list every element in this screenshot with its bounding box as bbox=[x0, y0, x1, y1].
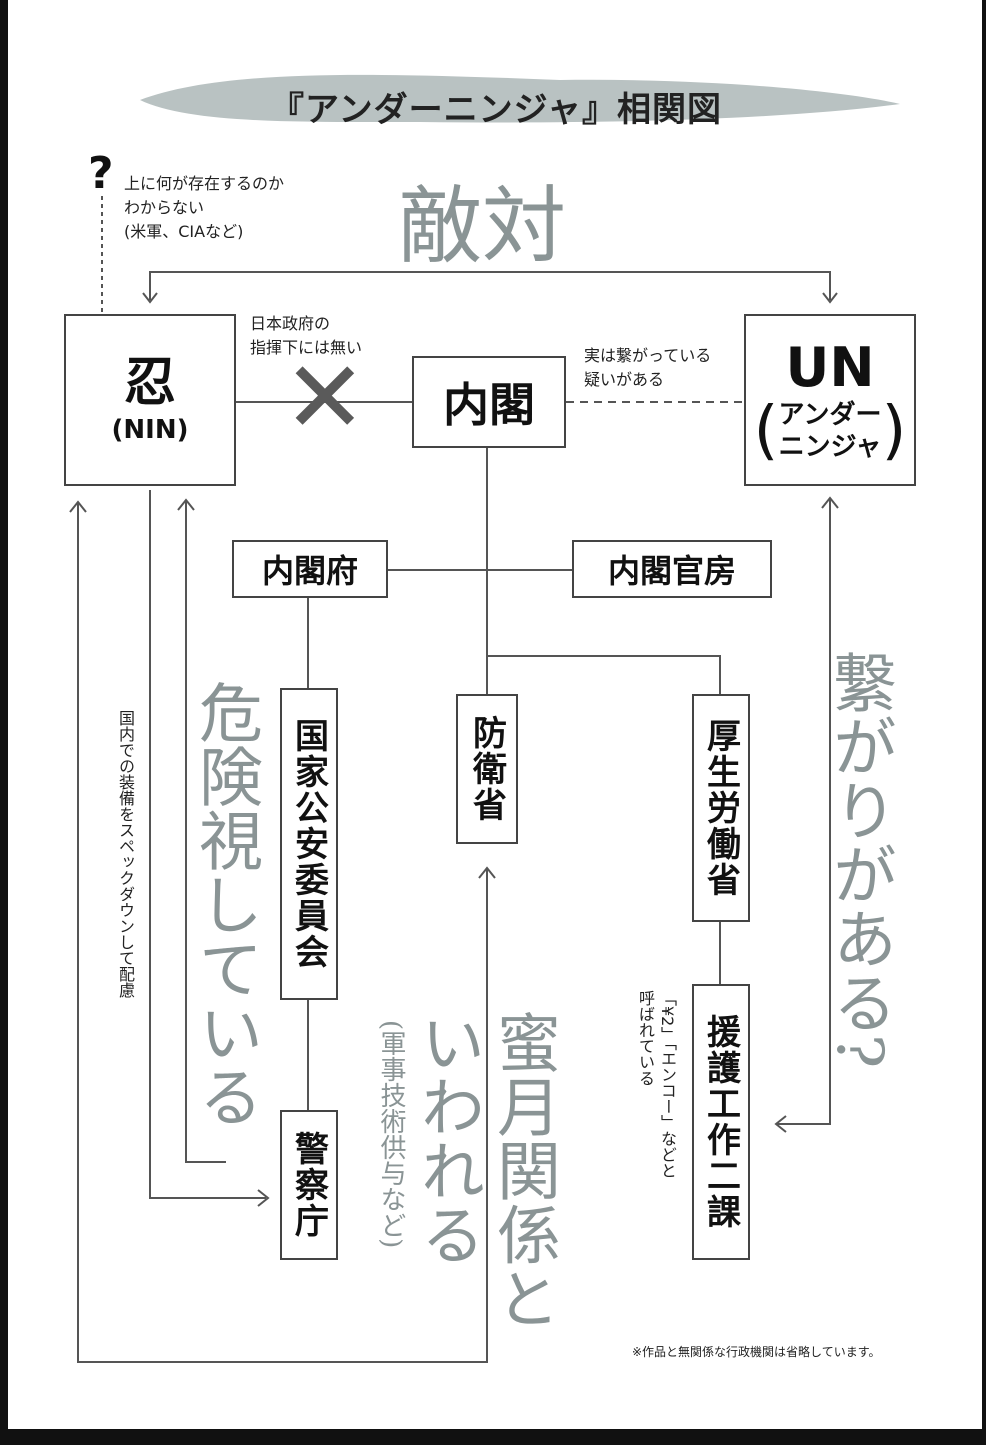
left-border bbox=[0, 0, 8, 1445]
cross-icon: ✕ bbox=[283, 339, 367, 456]
unknown-note-line: わからない bbox=[124, 198, 205, 217]
spec-down-note: 国内での装備をスペックダウンして配慮 bbox=[116, 710, 135, 998]
right-border bbox=[982, 0, 986, 1445]
specdown-arrowhead bbox=[257, 1189, 270, 1207]
hostile-bracket bbox=[149, 271, 831, 300]
node-keisatsucho: 警察庁 bbox=[280, 1110, 338, 1260]
node-un: UN ( アンダー ニンジャ ) bbox=[744, 314, 916, 486]
title-brush-stroke bbox=[140, 74, 900, 123]
relation-connected: 繋がりがある? bbox=[822, 650, 896, 1069]
note-line: 「¥2」「エンコー」などと bbox=[658, 990, 677, 1179]
bottom-border bbox=[0, 1429, 986, 1445]
footnote: ※作品と無関係な行政機関は省略しています。 bbox=[632, 1345, 881, 1359]
node-naikaku-kanbo: 内閣官房 bbox=[572, 540, 772, 598]
danger-line bbox=[185, 500, 226, 1163]
relation-honeymoon-1: 蜜月関係と bbox=[486, 1010, 560, 1330]
note-line: 指揮下には無い bbox=[250, 338, 363, 357]
node-un-sub-line: アンダー bbox=[778, 400, 882, 430]
honeymoon-arrow-left bbox=[69, 500, 87, 513]
node-boeisho: 防衛省 bbox=[456, 694, 518, 844]
actually-connected-note: 実は繋がっている 疑いがある bbox=[584, 344, 711, 392]
relation-hostile: 敵対 bbox=[398, 177, 567, 275]
relation-honeymoon-2: いわれる bbox=[410, 1010, 484, 1266]
node-koroudousho: 厚生労働省 bbox=[692, 694, 750, 922]
un-engo-line bbox=[776, 498, 831, 1125]
node-kokka-koan: 国家公安委員会 bbox=[280, 688, 338, 1000]
note-line: 疑いがある bbox=[584, 370, 665, 389]
node-engo: 援護工作二課 bbox=[692, 984, 750, 1260]
specdown-line bbox=[149, 490, 266, 1199]
node-un-sub: ( アンダー ニンジャ ) bbox=[754, 399, 907, 463]
honeymoon-arrow-up bbox=[478, 866, 496, 879]
ministry-branch bbox=[487, 655, 721, 694]
unknown-note-line: (米軍、CIAなど) bbox=[124, 222, 244, 241]
engo-arrowhead bbox=[774, 1115, 787, 1133]
node-nin-sub: (NIN) bbox=[111, 415, 189, 445]
not-under-govt-note: 日本政府の 指揮下には無い bbox=[250, 312, 362, 360]
node-un-name: UN bbox=[785, 336, 875, 399]
node-nin: 忍 (NIN) bbox=[64, 314, 236, 486]
relation-dangerous: 危険視している bbox=[188, 680, 262, 1128]
node-naikakufu: 内閣府 bbox=[232, 540, 388, 598]
diagram-title: 『アンダーニンジャ』相関図 bbox=[270, 90, 722, 130]
note-line: 実は繋がっている bbox=[584, 346, 712, 365]
question-mark-icon: ? bbox=[88, 148, 114, 199]
node-un-sub-text: アンダー ニンジャ bbox=[779, 399, 882, 463]
node-nin-name: 忍 bbox=[123, 353, 176, 413]
note-line: 呼ばれている bbox=[636, 990, 655, 1086]
un-arrowhead bbox=[821, 496, 839, 509]
hostile-arrow-left bbox=[142, 292, 158, 304]
node-naikaku: 内閣 bbox=[412, 356, 566, 448]
node-un-sub-line: ニンジャ bbox=[778, 432, 882, 462]
open-paren: ( bbox=[753, 394, 779, 468]
note-line: 日本政府の bbox=[250, 314, 331, 333]
y2-names-note: 「¥2」「エンコー」などと 呼ばれている bbox=[634, 990, 678, 1220]
military-tech-note: (軍事技術供与など) bbox=[376, 1020, 406, 1249]
unknown-note-line: 上に何が存在するのか bbox=[124, 174, 285, 193]
hostile-arrow-right bbox=[822, 292, 838, 304]
unknown-above-note: 上に何が存在するのか わからない (米軍、CIAなど) bbox=[124, 172, 284, 244]
honeymoon-loop bbox=[77, 502, 488, 1363]
close-paren: ) bbox=[881, 394, 907, 468]
danger-arrowhead bbox=[177, 498, 195, 511]
